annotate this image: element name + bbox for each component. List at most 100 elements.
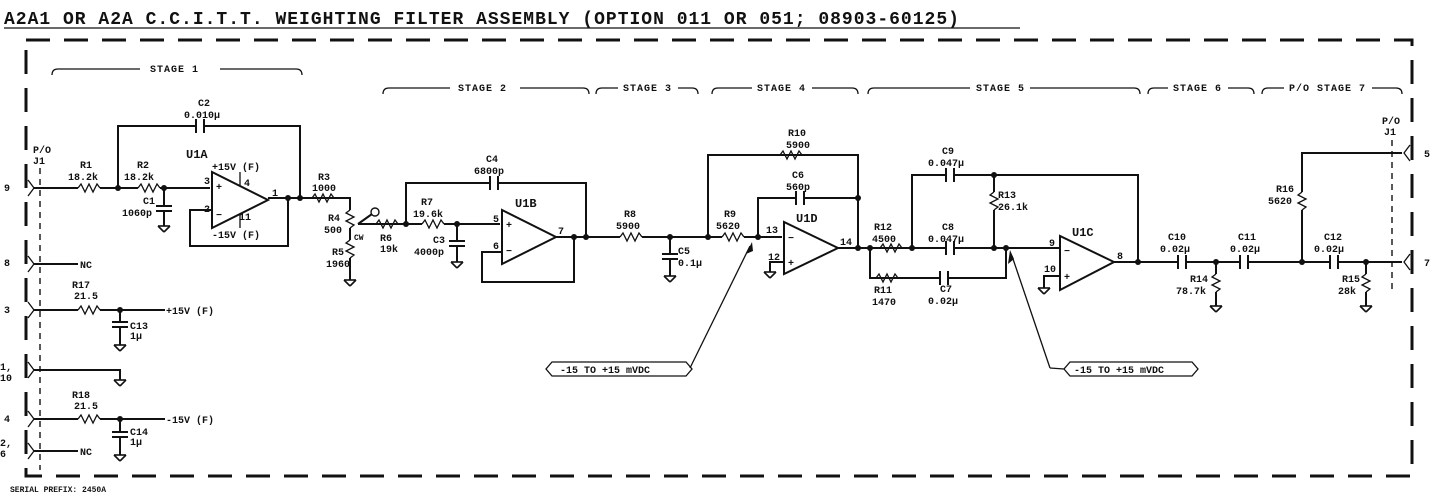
u1a-pin11: 11 [239, 213, 251, 224]
c2-value: 0.010μ [184, 111, 220, 122]
r14-ref: R14 [1190, 275, 1208, 286]
c7-value: 0.02μ [928, 297, 958, 308]
r1-value: 18.2k [68, 172, 98, 184]
r8-value: 5900 [616, 222, 640, 233]
pin-6-label: 6 [0, 450, 6, 461]
r10-ref: R10 [788, 129, 806, 140]
u1b-pin6: 6 [493, 242, 499, 253]
c7-ref: C7 [940, 285, 952, 296]
stage-5-label: STAGE 5 [976, 84, 1025, 95]
stage-brackets: STAGE 1 STAGE 2 STAGE 3 STAGE 4 STAGE 5 … [51, 65, 1403, 95]
r6-value: 19k [380, 244, 398, 256]
r18-ref: R18 [72, 391, 90, 402]
u1a-pos-supply: +15V (F) [212, 162, 260, 174]
stage-4-label: STAGE 4 [757, 84, 806, 95]
c5-ref: C5 [678, 247, 690, 258]
c9-ref: C9 [942, 147, 954, 158]
c11-ref: C11 [1238, 233, 1256, 244]
stage-7-label: P/O STAGE 7 [1289, 83, 1366, 95]
stage-7-circuit: R16 5620 C12 0.02μ R15 28k [1268, 152, 1402, 313]
offset-callout-2-text: -15 TO +15 mVDC [1074, 366, 1164, 377]
pin-3-label: 3 [4, 306, 10, 317]
supply-pos15-label: +15V (F) [166, 306, 214, 318]
r12-ref: R12 [874, 223, 892, 234]
pin-9-label: 9 [4, 184, 10, 195]
supply-decoupling: NC R17 21.5 +15V (F) C13 1μ R18 21.5 -15… [34, 261, 214, 462]
pin-4-label: 4 [4, 415, 10, 426]
serial-prefix: SERIAL PREFIX: 2450A [10, 486, 106, 495]
connector-j1-right: P/O J1 5 7 [1382, 116, 1430, 290]
c12-value: 0.02μ [1314, 245, 1344, 256]
r3-value: 1000 [312, 184, 336, 195]
stage-2-circuit: C4 6800p R7 19.6k C3 4000p + − U1B 5 6 7 [402, 155, 620, 283]
u1b-minus: − [506, 247, 512, 258]
c1-value: 1060p [122, 209, 152, 220]
supply-neg15-label: -15V (F) [166, 415, 214, 427]
offset-callout-1-text: -15 TO +15 mVDC [560, 366, 650, 377]
stage-5-circuit: C7 0.02μ R12 4500 R11 1470 C9 0.047μ C8 … [867, 147, 1178, 369]
j1-right-label-po: P/O [1382, 116, 1400, 128]
c3-ref: C3 [433, 236, 445, 247]
r18-value: 21.5 [74, 402, 98, 413]
r11-value: 1470 [872, 298, 896, 309]
c1-ref: C1 [143, 197, 155, 208]
r11-ref: R11 [874, 286, 892, 297]
u1d-label: U1D [796, 212, 818, 226]
r15-value: 28k [1338, 286, 1356, 298]
connector-j1-left: P/O J1 9 8 3 1, 10 4 2, 6 [0, 145, 51, 470]
r14-value: 78.7k [1176, 286, 1206, 298]
u1a-minus: − [216, 211, 222, 222]
u1b-pin7: 7 [558, 227, 564, 238]
j1-right-label-j1: J1 [1384, 128, 1396, 139]
r3-ref: R3 [318, 173, 330, 184]
c14-ref: C14 [130, 428, 148, 439]
u1c-plus: + [1064, 273, 1070, 284]
c13-ref: C13 [130, 322, 148, 333]
u1c-pin10: 10 [1044, 265, 1056, 276]
c13-value: 1μ [130, 332, 142, 343]
stage-6-label: STAGE 6 [1173, 84, 1222, 95]
u1d-pin13: 13 [766, 226, 778, 237]
stage-3-circuit: R8 5900 C5 0.1μ [616, 210, 712, 283]
r2-value: 18.2k [124, 172, 154, 184]
stage-4-circuit: R10 5900 R9 5620 C6 560p − + U1D 13 12 1… [689, 129, 912, 369]
u1a-pin1: 1 [272, 189, 278, 200]
trim-pot: R4 500 R5 1960 CW R6 19k [324, 197, 402, 287]
stage-2-label: STAGE 2 [458, 84, 507, 95]
c6-ref: C6 [792, 171, 804, 182]
diagram-title: A2A1 OR A2A C.C.I.T.T. WEIGHTING FILTER … [4, 10, 960, 30]
u1c-pin8: 8 [1117, 252, 1123, 263]
c5-value: 0.1μ [678, 259, 702, 270]
nc-label-2: NC [80, 448, 92, 459]
pin-10-label: 10 [0, 374, 12, 385]
c8-value: 0.047μ [928, 235, 964, 246]
r1-ref: R1 [80, 161, 92, 172]
r9-ref: R9 [724, 210, 736, 221]
u1a-neg-supply: -15V (F) [212, 230, 260, 242]
r9-value: 5620 [716, 222, 740, 233]
pin-8-label: 8 [4, 259, 10, 270]
stage-6-circuit: C10 0.02μ R14 78.7k C11 0.02μ [1160, 233, 1330, 313]
c9-value: 0.047μ [928, 159, 964, 170]
u1c-minus: − [1064, 247, 1070, 258]
pin-7-label: 7 [1424, 259, 1430, 270]
c3-value: 4000p [414, 248, 444, 259]
u1c-pin9: 9 [1049, 239, 1055, 250]
offset-callout-1: -15 TO +15 mVDC [545, 361, 693, 377]
r4-value: 500 [324, 226, 342, 237]
r5-value: 1960 [326, 260, 350, 271]
assembly-border [24, 38, 1414, 478]
r12-value: 4500 [872, 235, 896, 246]
r6-ref: R6 [380, 234, 392, 245]
u1b-pin5: 5 [493, 215, 499, 226]
r13-ref: R13 [998, 191, 1016, 202]
u1d-pin12: 12 [768, 253, 780, 264]
u1c-label: U1C [1072, 226, 1094, 240]
r2-ref: R2 [137, 161, 149, 172]
u1d-plus: + [788, 259, 794, 270]
r15-ref: R15 [1342, 275, 1360, 286]
offset-callout-2: -15 TO +15 mVDC [1049, 361, 1199, 377]
c11-value: 0.02μ [1230, 245, 1260, 256]
c2-ref: C2 [198, 99, 210, 110]
r16-ref: R16 [1276, 185, 1294, 196]
